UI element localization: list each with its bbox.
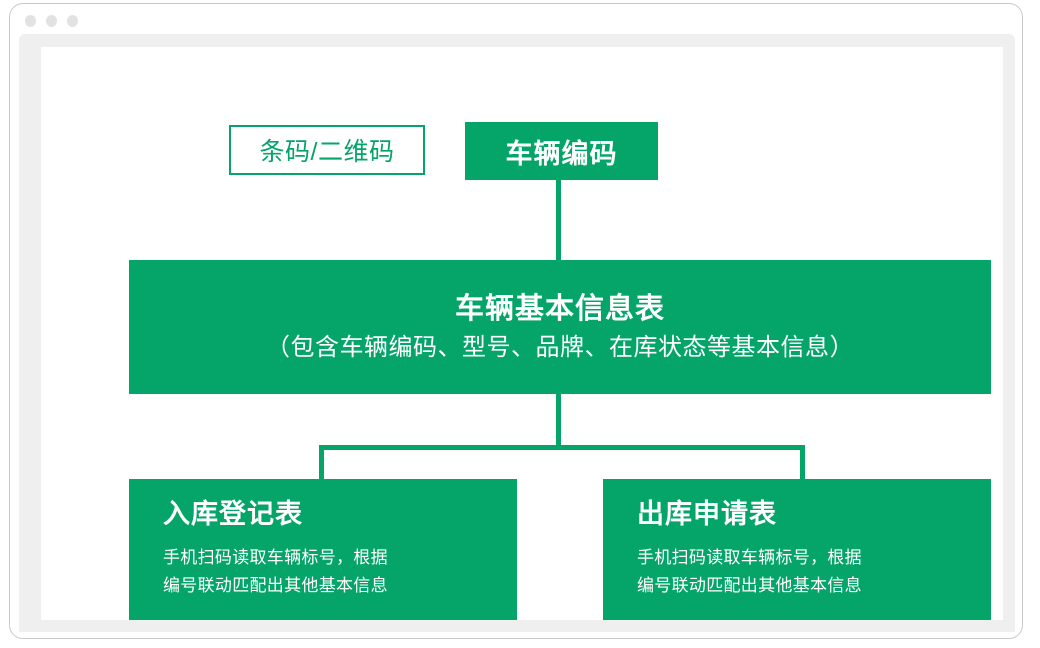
node-vehicle-code[interactable]: 车辆编码	[465, 122, 658, 180]
node-inbound-registration-title: 入库登记表	[163, 499, 303, 529]
window-dot-maximize-icon[interactable]	[67, 15, 78, 27]
window-controls	[25, 15, 78, 27]
browser-viewport-panel: 条码/二维码 车辆编码 车辆基本信息表 （包含车辆编码、型号、品牌、在库状态等基…	[19, 34, 1015, 632]
node-outbound-application-description: 手机扫码读取车辆标号，根据 编号联动匹配出其他基本信息	[637, 544, 957, 600]
browser-window-frame: 条码/二维码 车辆编码 车辆基本信息表 （包含车辆编码、型号、品牌、在库状态等基…	[9, 3, 1023, 639]
window-titlebar	[10, 4, 1022, 34]
node-outbound-application-title: 出库申请表	[637, 499, 777, 529]
node-barcode[interactable]: 条码/二维码	[229, 125, 425, 175]
vehicle-management-flowchart: 条码/二维码 车辆编码 车辆基本信息表 （包含车辆编码、型号、品牌、在库状态等基…	[41, 47, 1003, 620]
node-inbound-registration-description: 手机扫码读取车辆标号，根据 编号联动匹配出其他基本信息	[163, 544, 483, 600]
connector-to-outbound	[800, 445, 805, 481]
node-outbound-application[interactable]: 出库申请表 手机扫码读取车辆标号，根据 编号联动匹配出其他基本信息	[603, 479, 991, 620]
node-outbound-application-description-line2: 编号联动匹配出其他基本信息	[637, 576, 862, 596]
node-vehicle-info-table-title: 车辆基本信息表	[454, 293, 665, 326]
page-content-area: 条码/二维码 车辆编码 车辆基本信息表 （包含车辆编码、型号、品牌、在库状态等基…	[41, 47, 1003, 620]
node-outbound-application-description-line1: 手机扫码读取车辆标号，根据	[637, 548, 862, 568]
connector-info-table-stem	[556, 394, 561, 450]
window-dot-minimize-icon[interactable]	[46, 15, 57, 27]
node-inbound-registration[interactable]: 入库登记表 手机扫码读取车辆标号，根据 编号联动匹配出其他基本信息	[129, 479, 517, 620]
node-vehicle-info-table[interactable]: 车辆基本信息表 （包含车辆编码、型号、品牌、在库状态等基本信息）	[129, 260, 991, 394]
connector-branch-bar	[319, 445, 805, 450]
node-vehicle-info-table-subtitle: （包含车辆编码、型号、品牌、在库状态等基本信息）	[266, 333, 854, 361]
window-dot-close-icon[interactable]	[25, 15, 36, 27]
node-inbound-registration-description-line1: 手机扫码读取车辆标号，根据	[163, 548, 388, 568]
connector-to-inbound	[319, 445, 324, 481]
node-inbound-registration-description-line2: 编号联动匹配出其他基本信息	[163, 576, 388, 596]
connector-vehicle-code-to-info-table	[556, 180, 561, 261]
